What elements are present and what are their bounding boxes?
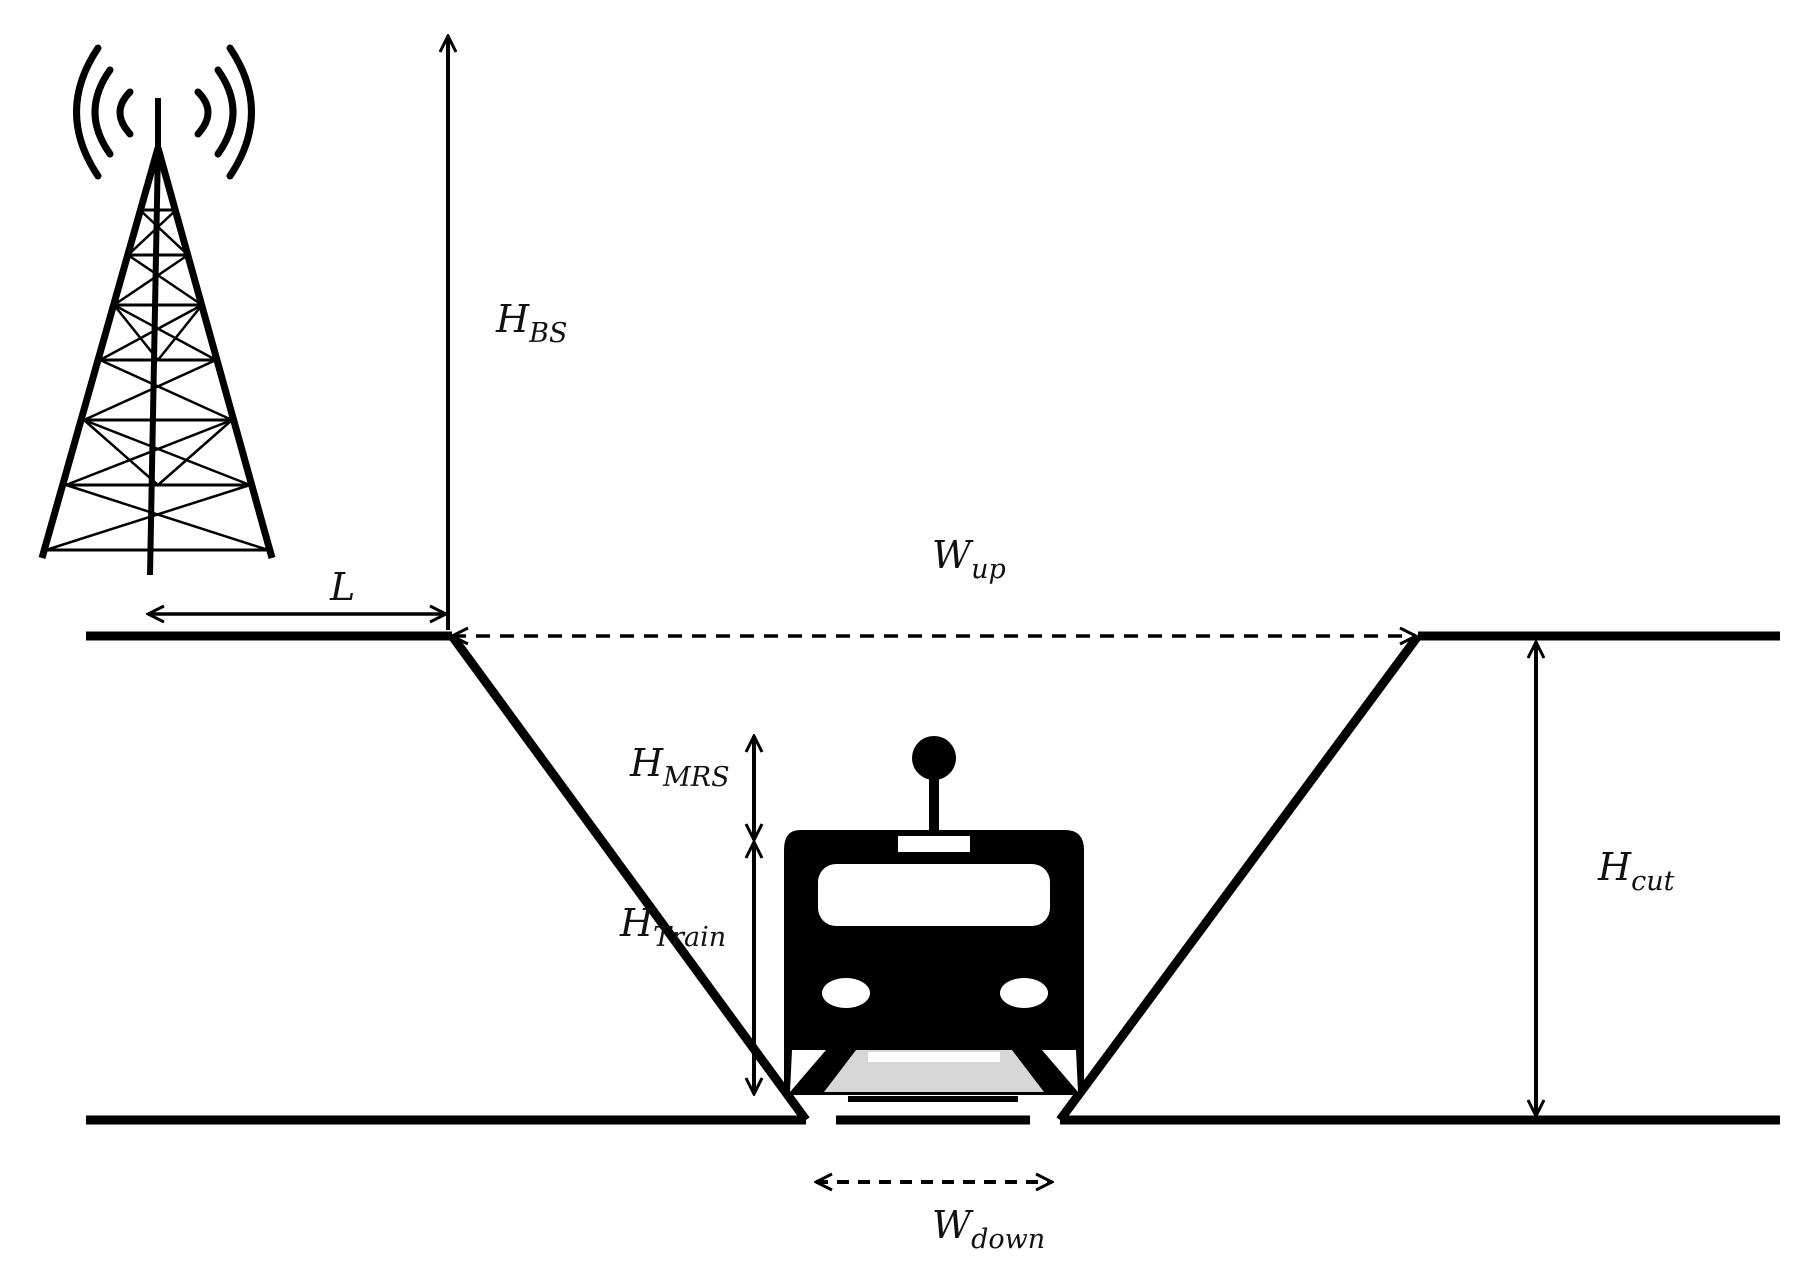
label-l: L <box>329 565 355 609</box>
train-windshield <box>818 864 1050 926</box>
label-h-mrs: HMRS <box>629 741 730 793</box>
train-antenna-ball <box>912 736 956 780</box>
terrain-profile <box>86 631 1780 1125</box>
signal-waves-icon <box>73 44 255 180</box>
label-h-cut: Hcut <box>1597 845 1675 897</box>
train-antenna-mast <box>929 772 939 832</box>
train-front-icon <box>784 736 1084 1102</box>
label-w-down: Wdown <box>932 1203 1045 1255</box>
dimension-arrows <box>148 36 1536 1182</box>
slope-right <box>1056 633 1422 1123</box>
train-headlight-left <box>822 978 870 1008</box>
label-w-up: Wup <box>932 533 1006 585</box>
label-h-train: HTrain <box>619 901 726 953</box>
train-headlight-right <box>1000 978 1048 1008</box>
cell-tower-icon <box>38 44 276 576</box>
label-h-bs: HBS <box>495 297 567 349</box>
dimension-labels: HBS Wup L HMRS HTrain Hcut Wdown <box>329 297 1675 1255</box>
